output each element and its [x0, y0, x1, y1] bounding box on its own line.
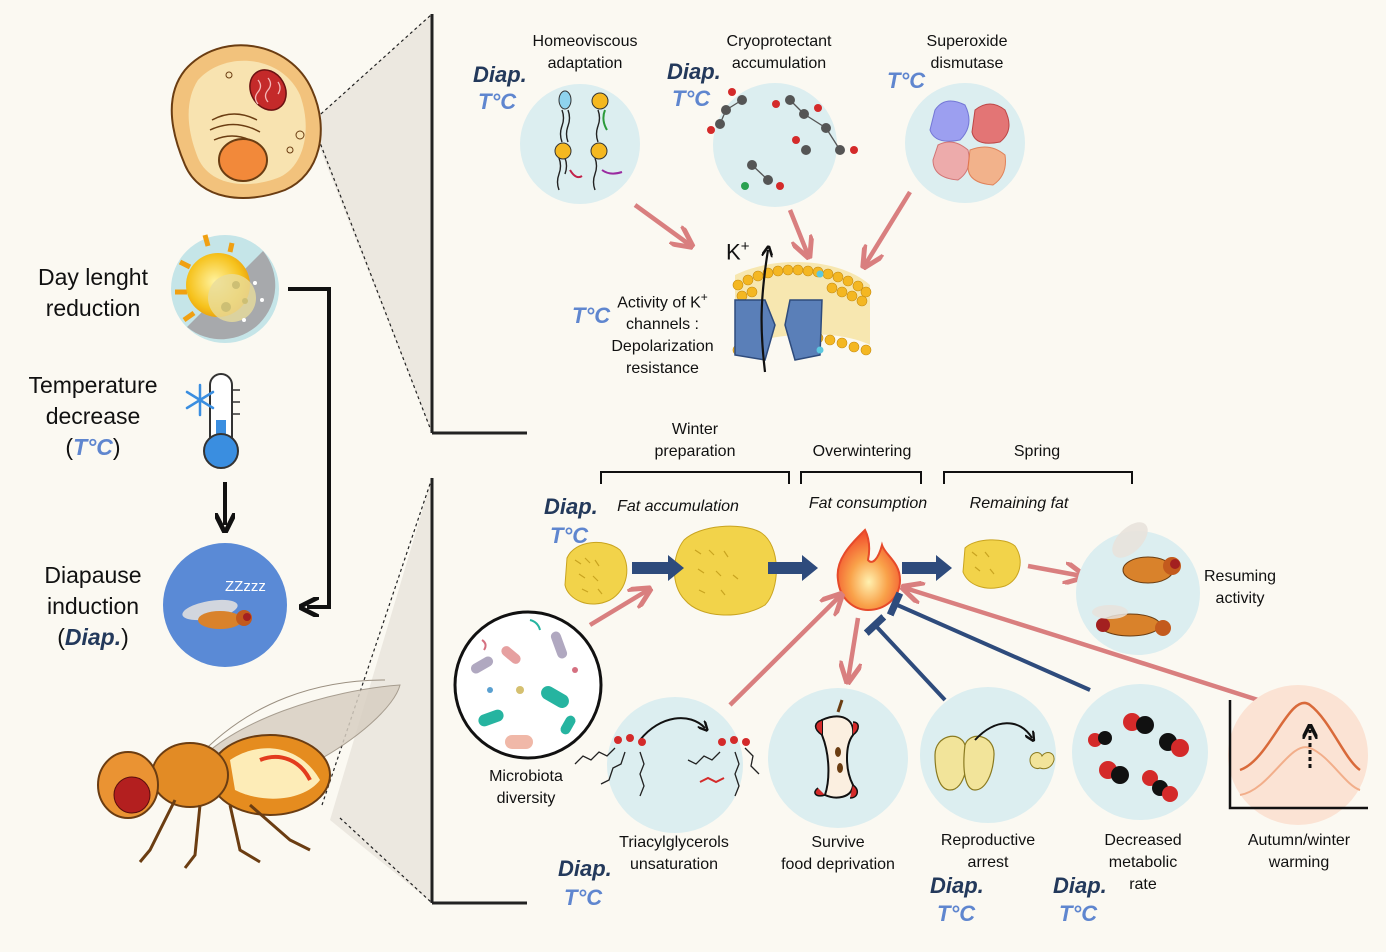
- ovary-circle: [920, 687, 1056, 823]
- cryoprotectant-circle: [707, 83, 858, 207]
- diapause-line3: (Diap.): [57, 624, 129, 650]
- temperature-line3: (T°C): [65, 434, 121, 460]
- diapause-line2: induction: [46, 593, 140, 619]
- cryoprotectant-label: Cryoprotectant accumulation: [726, 33, 832, 72]
- microbiota-circle: [453, 610, 603, 760]
- fat-blob-remaining: [962, 539, 1021, 589]
- day-length-line1: Day lenght: [38, 264, 148, 290]
- tc-tag-reproductive: T°C: [937, 901, 976, 926]
- arrow-daylength-to-diapause: [288, 287, 331, 607]
- homeoviscous-label: Homeoviscous adaptation: [532, 33, 638, 72]
- day-length-line2: reduction: [45, 295, 141, 321]
- k-ion-label: K+: [726, 238, 750, 265]
- diapause-line1: Diapause: [44, 562, 142, 588]
- day-length-label: Day lenght reduction: [28, 262, 158, 324]
- microbiota-label: Microbiota diversity: [489, 768, 563, 807]
- arrow-cryoprotectant: [787, 209, 808, 255]
- arrow-superoxide: [865, 190, 912, 265]
- temperature-label: Temperature decrease (T°C): [18, 370, 168, 463]
- triacylglycerols-label: Triacylglycerols unsaturation: [619, 834, 729, 873]
- fat-accumulation-label: Fat accumulation: [617, 498, 739, 515]
- apple-core-circle: [768, 688, 908, 828]
- temperature-line2: decrease: [45, 403, 141, 429]
- cell-illustration: [170, 44, 322, 199]
- zoom-wedge-top: [310, 13, 527, 435]
- superoxide-label: Superoxide dismutase: [926, 33, 1008, 72]
- temperature-line1: Temperature: [28, 372, 158, 398]
- arrow-flame-to-survive: [848, 617, 858, 680]
- warming-graph-icon: [1228, 685, 1368, 825]
- winter-preparation-label: Winter preparation: [654, 421, 736, 460]
- homeoviscous-circle: [520, 84, 640, 204]
- tc-tag-triacyl: T°C: [564, 885, 603, 910]
- overwintering-label: Overwintering: [812, 443, 912, 460]
- fat-blob-large: [673, 525, 777, 616]
- arrow-homeoviscous: [633, 203, 690, 245]
- resuming-activity-circle: [1076, 522, 1200, 655]
- tc-tag-metabolic: T°C: [1059, 901, 1098, 926]
- fat-flow-arrows: [632, 555, 952, 581]
- tc-tag-homeoviscous: T°C: [478, 89, 517, 114]
- arrow-fat-to-resuming: [1027, 566, 1082, 576]
- inhibit-metabolic: [886, 591, 1091, 692]
- tc-tag-fat: T°C: [550, 523, 589, 548]
- timeline-brackets: [600, 471, 1133, 484]
- diap-tag-homeoviscous: Diap.: [473, 62, 527, 87]
- diapause-label: Diapause induction (Diap.): [28, 560, 158, 653]
- diapause-fly-icon: [163, 543, 287, 667]
- k-channels-label: Activity of K+ channels : Depolarization…: [611, 290, 714, 378]
- tc-tag-k-channels: T°C: [572, 303, 611, 328]
- fly-illustration: [97, 679, 401, 869]
- thermometer-icon: [203, 373, 240, 469]
- diap-tag-triacyl: Diap.: [558, 856, 612, 881]
- spring-label: Spring: [1013, 443, 1061, 460]
- diap-tag-fat: Diap.: [544, 494, 598, 519]
- flame-icon: [836, 528, 902, 612]
- survive-label: Survive food deprivation: [781, 834, 895, 873]
- tc-tag-cryoprotectant: T°C: [672, 86, 711, 111]
- inhibit-reproductive: [863, 614, 947, 702]
- reproductive-label: Reproductive arrest: [940, 832, 1036, 871]
- tc-tag-superoxide: T°C: [887, 68, 926, 93]
- ros-molecules-circle: [1072, 684, 1208, 820]
- superoxide-dismutase-circle: [905, 83, 1025, 203]
- sleep-z-text: ZZzzz: [225, 578, 266, 595]
- k-channel-membrane: [732, 250, 872, 373]
- arrow-warming-to-flame: [905, 588, 1259, 703]
- metabolic-rate-label: Decreased metabolic rate: [1104, 832, 1182, 893]
- warming-label: Autumn/winter warming: [1247, 832, 1351, 871]
- snowflake-icon: [185, 383, 215, 417]
- fat-consumption-label: Fat consumption: [808, 495, 928, 512]
- resuming-activity-label: Resuming activity: [1203, 568, 1277, 607]
- diap-tag-reproductive: Diap.: [930, 873, 984, 898]
- arrow-microbiota-to-fat: [588, 590, 648, 627]
- triacylglycerols-circle: [574, 697, 760, 833]
- diap-tag-metabolic: Diap.: [1053, 873, 1107, 898]
- diap-tag-cryoprotectant: Diap.: [667, 59, 721, 84]
- sun-moon-icon: [171, 234, 279, 343]
- remaining-fat-label: Remaining fat: [969, 495, 1069, 512]
- arrow-triacyl-to-flame: [728, 596, 840, 707]
- fat-blob-small: [564, 541, 628, 605]
